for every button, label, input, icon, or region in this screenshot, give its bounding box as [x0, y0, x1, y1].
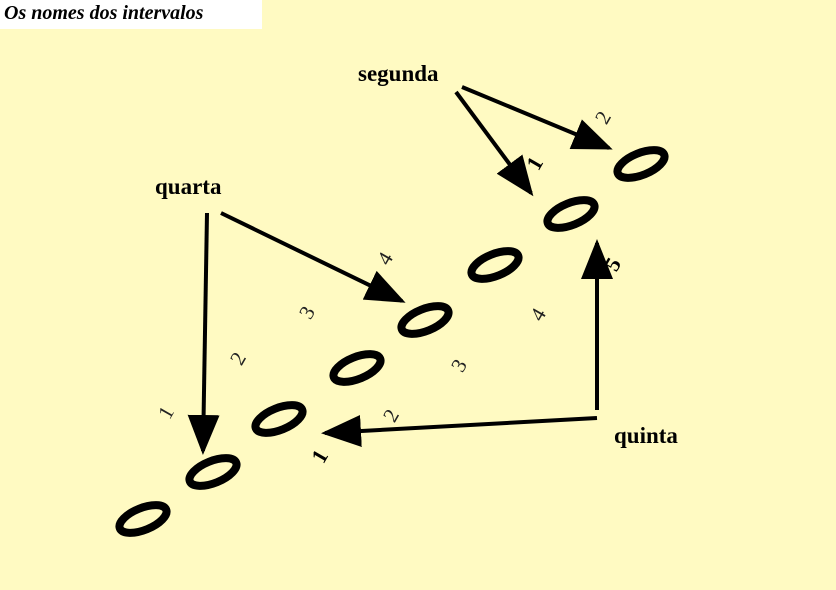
- note-2: [185, 454, 241, 490]
- quinta-num-3: 3: [446, 355, 472, 376]
- segunda-arrow-1: [454, 90, 534, 197]
- quarta-num-2: 2: [225, 348, 251, 369]
- quinta-arrow-horizontal: [321, 415, 598, 447]
- quinta-num-4: 4: [525, 304, 551, 326]
- quinta-num-5: 5: [599, 253, 626, 275]
- label-quarta: quarta: [155, 174, 222, 199]
- quinta-num-1: 1: [306, 445, 333, 467]
- note-1: [115, 501, 171, 537]
- quinta-num-2: 2: [378, 405, 404, 426]
- segunda-num-2: 2: [590, 107, 616, 128]
- arrows: [187, 85, 613, 455]
- quarta-num-4: 4: [372, 248, 398, 270]
- notes: [115, 146, 669, 537]
- note-6: [467, 247, 523, 283]
- note-4: [329, 350, 385, 386]
- page-title: Os nomes dos intervalos: [4, 2, 204, 24]
- label-segunda: segunda: [358, 61, 439, 86]
- quarta-arrow-1: [187, 212, 220, 455]
- quarta-num-1: 1: [153, 402, 179, 423]
- note-5: [397, 302, 453, 338]
- note-8: [613, 146, 669, 182]
- segunda-arrow-2: [461, 85, 613, 150]
- label-quinta: quinta: [614, 423, 678, 448]
- note-3: [251, 401, 307, 437]
- note-7: [543, 196, 599, 232]
- quarta-arrow-2: [220, 211, 406, 303]
- segunda-num-1: 1: [521, 152, 548, 174]
- quarta-num-3: 3: [294, 302, 320, 323]
- title-box: Os nomes dos intervalos: [0, 0, 262, 29]
